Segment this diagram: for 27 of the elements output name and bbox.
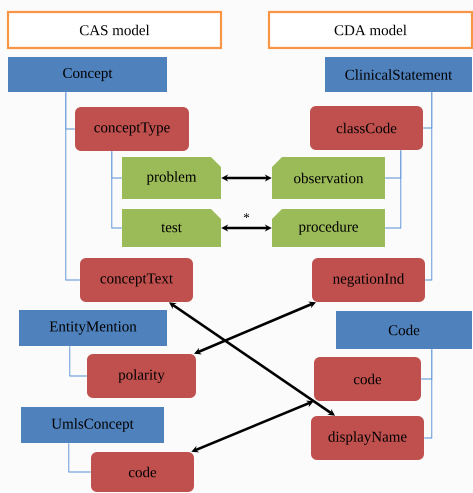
attribute-box: conceptText xyxy=(80,258,193,302)
model-header-box: CAS model xyxy=(6,10,222,50)
class-box: EntityMention xyxy=(19,310,167,346)
model-header-box: CDA model xyxy=(268,10,473,50)
attribute-box: polarity xyxy=(87,354,196,398)
tree-connector xyxy=(68,442,92,472)
class-box: Concept xyxy=(8,57,167,92)
tree-connector xyxy=(424,92,432,280)
tree-connector xyxy=(384,150,402,228)
value-tab: test xyxy=(122,209,221,247)
class-box: UmlsConcept xyxy=(21,407,164,443)
tree-connector xyxy=(424,348,432,438)
attribute-box: code xyxy=(91,452,194,492)
attribute-box: code xyxy=(314,357,421,401)
attribute-box: negationInd xyxy=(312,258,425,302)
value-tab: problem xyxy=(122,157,221,199)
value-tab: procedure xyxy=(272,209,385,247)
attribute-box: conceptType xyxy=(75,107,189,151)
class-box: ClinicalStatement xyxy=(325,57,472,92)
tree-connector xyxy=(65,92,80,280)
value-tab: observation xyxy=(272,157,385,199)
tree-connector xyxy=(111,150,122,228)
attribute-box: classCode xyxy=(310,106,423,150)
edge-label: * xyxy=(244,213,250,218)
class-box: Code xyxy=(336,311,472,349)
attribute-box: displayName xyxy=(311,416,424,460)
tree-connector xyxy=(69,346,88,376)
